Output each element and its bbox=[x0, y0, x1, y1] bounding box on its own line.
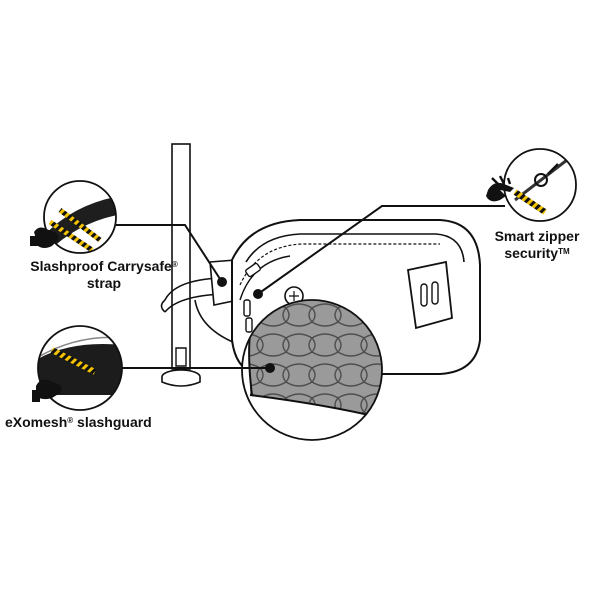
registered-mark: ® bbox=[171, 260, 178, 269]
hand-icon bbox=[30, 227, 59, 248]
strap-label: Slashproof Carrysafe® strap bbox=[4, 258, 204, 292]
strap-label-line2: strap bbox=[86, 275, 122, 291]
zipper-label: Smart zipper securityTM bbox=[478, 228, 596, 262]
callout-lines bbox=[116, 205, 505, 373]
slashguard-label: eXomesh® slashguard bbox=[5, 414, 185, 431]
slashguard-zoom-circle bbox=[32, 325, 123, 411]
pole-illustration bbox=[161, 143, 201, 387]
mesh-zoom-circle bbox=[241, 299, 383, 441]
slashguard-label-rest: slashguard bbox=[73, 414, 152, 430]
strap-label-line1: Slashproof Carrysafe bbox=[30, 258, 172, 274]
registered-mark: ® bbox=[67, 416, 74, 425]
zipper-label-line2: security bbox=[504, 245, 559, 261]
hand-icon bbox=[32, 379, 62, 402]
trademark: TM bbox=[558, 247, 570, 256]
zipper-label-line1: Smart zipper bbox=[494, 228, 580, 244]
strap-zoom-circle bbox=[30, 180, 117, 254]
slashguard-label-brand: eXomesh bbox=[5, 414, 68, 430]
zipper-zoom-circle bbox=[486, 148, 577, 222]
hand-icon bbox=[486, 175, 514, 202]
